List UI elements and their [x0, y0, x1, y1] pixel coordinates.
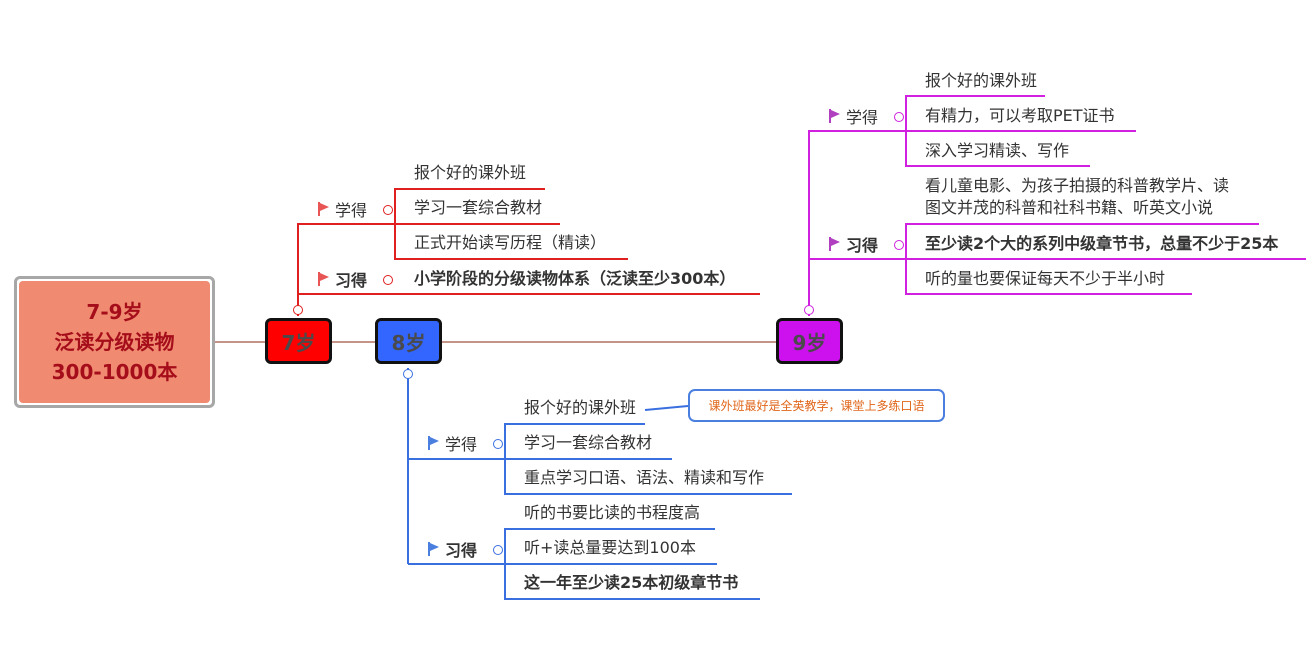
age7-xide-label: 习得	[335, 271, 368, 290]
callout-note[interactable]: 课外班最好是全英教学，课堂上多练口语	[688, 389, 945, 422]
age9-xuede-item[interactable]: 深入学习精读、写作	[925, 141, 1070, 160]
age7-collapse-icon[interactable]	[293, 305, 303, 315]
age7-xuede-node[interactable]: 学得	[318, 198, 367, 220]
age7-xuede-item[interactable]: 正式开始读写历程（精读）	[414, 233, 607, 252]
age9-xide-node[interactable]: 习得	[829, 233, 878, 255]
age8-xuede-item[interactable]: 学习一套综合教材	[524, 433, 653, 452]
root-line-2: 泛读分级读物	[54, 330, 175, 354]
age9-xuede-node[interactable]: 学得	[829, 105, 878, 127]
flag-icon	[318, 202, 329, 216]
root-line-3: 300-1000本	[51, 360, 178, 384]
age9-xide-item[interactable]: 听的量也要保证每天不少于半小时	[925, 269, 1166, 288]
age8-xide-label: 习得	[445, 541, 478, 560]
flag-icon	[428, 436, 439, 450]
age8-xuede-label: 学得	[445, 435, 478, 454]
age8-xuede-item[interactable]: 报个好的课外班	[524, 398, 637, 417]
flag-icon	[829, 237, 840, 251]
root-node[interactable]: 7-9岁 泛读分级读物 300-1000本	[19, 281, 210, 403]
age9-xuede-label: 学得	[846, 108, 879, 127]
flag-icon	[829, 109, 840, 123]
age8-collapse-icon[interactable]	[403, 369, 413, 379]
age9-xide-item-line: 图文并茂的科普和社科书籍、听英文小说	[925, 198, 1214, 217]
age9-xide-item-line: 看儿童电影、为孩子拍摄的科普教学片、读	[925, 176, 1230, 195]
age8-xide-item[interactable]: 这一年至少读25本初级章节书	[524, 573, 739, 592]
age9-xide-item[interactable]: 至少读2个大的系列中级章节书，总量不少于25本	[925, 234, 1279, 253]
age7-xide-item[interactable]: 小学阶段的分级读物体系（泛读至少300本）	[414, 269, 736, 288]
age7-label: 7岁	[281, 330, 316, 355]
root-line-1: 7-9岁	[86, 300, 143, 324]
age7-xide-collapse-icon[interactable]	[383, 275, 393, 285]
age9-node[interactable]: 9岁	[776, 318, 843, 364]
age9-collapse-icon[interactable]	[804, 305, 814, 315]
flag-icon	[318, 272, 329, 286]
age7-xuede-item[interactable]: 报个好的课外班	[414, 163, 527, 182]
age7-node[interactable]: 7岁	[265, 318, 332, 364]
age9-xuede-item[interactable]: 有精力，可以考取PET证书	[925, 106, 1115, 125]
age9-label: 9岁	[792, 330, 827, 355]
age9-xuede-item[interactable]: 报个好的课外班	[925, 71, 1038, 90]
age9-xuede-collapse-icon[interactable]	[894, 112, 904, 122]
age8-xide-item[interactable]: 听的书要比读的书程度高	[524, 503, 701, 522]
age9-xide-collapse-icon[interactable]	[894, 240, 904, 250]
age7-xuede-label: 学得	[335, 201, 368, 220]
age8-xuede-node[interactable]: 学得	[428, 432, 477, 454]
age8-label: 8岁	[391, 330, 426, 355]
age7-xuede-item[interactable]: 学习一套综合教材	[414, 198, 543, 217]
age8-xide-node[interactable]: 习得	[428, 538, 477, 560]
age9-xide-item-multiline[interactable]: 看儿童电影、为孩子拍摄的科普教学片、读 图文并茂的科普和社科书籍、听英文小说	[925, 175, 1229, 219]
age7-xide-node[interactable]: 习得	[318, 268, 367, 290]
age9-xide-label: 习得	[846, 236, 879, 255]
age8-xide-collapse-icon[interactable]	[493, 545, 503, 555]
callout-text: 课外班最好是全英教学，课堂上多练口语	[708, 399, 925, 413]
flag-icon	[428, 542, 439, 556]
age8-xuede-collapse-icon[interactable]	[493, 439, 503, 449]
age8-node[interactable]: 8岁	[375, 318, 442, 364]
age8-xide-item[interactable]: 听+读总量要达到100本	[524, 538, 696, 557]
age7-xuede-collapse-icon[interactable]	[383, 205, 393, 215]
age8-xuede-item[interactable]: 重点学习口语、语法、精读和写作	[524, 468, 765, 487]
